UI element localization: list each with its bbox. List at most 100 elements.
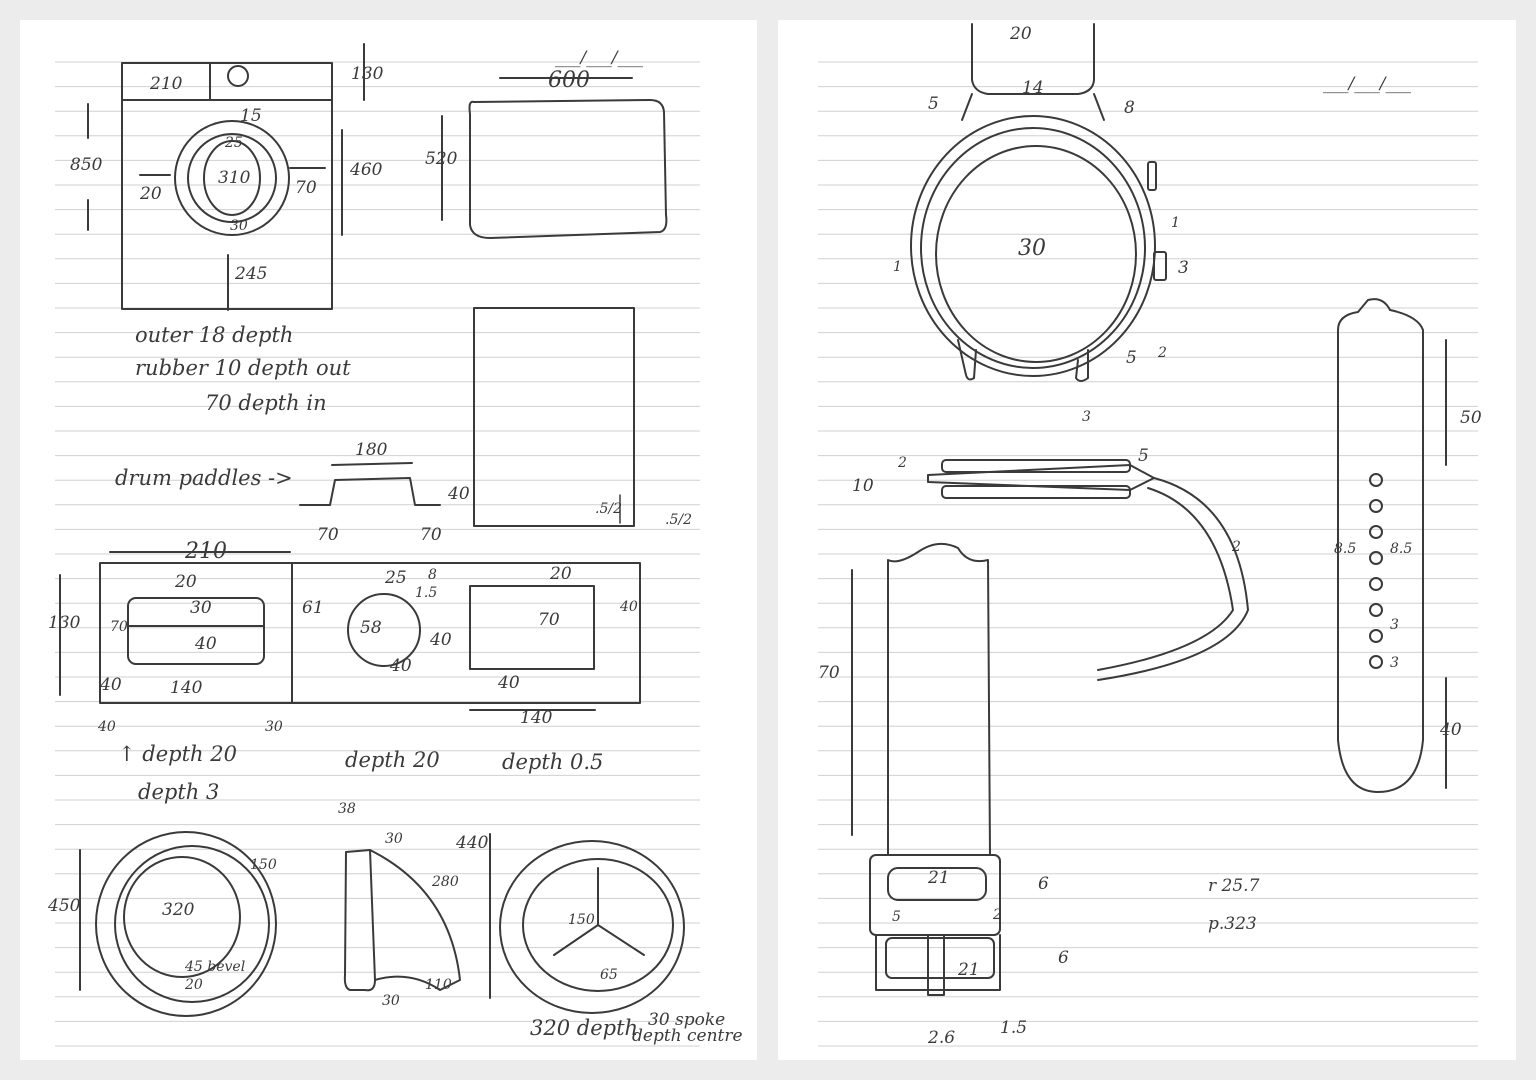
label-speaker-inner-diam: 310 — [218, 168, 251, 188]
label-speaker-side-right: 70 — [295, 178, 317, 198]
label-speaker-ring: 25 — [225, 135, 243, 151]
label-strip-b: 30 — [190, 598, 212, 618]
note-ref-r: r 25.7 — [1208, 876, 1260, 896]
label-strip-p: 20 — [550, 564, 572, 584]
note-drum-paddles: drum paddles -> — [115, 466, 293, 490]
label-strip-t: 140 — [520, 708, 553, 728]
label-strip-l: 1.5 — [415, 585, 438, 601]
label-strap-length: 70 — [818, 663, 840, 683]
label-side-b: 280 — [432, 874, 459, 890]
label-strip-c: 70 — [110, 619, 128, 635]
label-side-b: 5 — [1138, 446, 1149, 466]
label-strap-width: 20 — [1010, 24, 1032, 44]
label-speaker-gap-bottom: 30 — [230, 218, 248, 234]
watch-strap-long-sketch — [851, 542, 991, 856]
left-page-drawing — [55, 43, 700, 1047]
label-case-b: 2 — [1158, 345, 1167, 361]
label-wheel-b2: 20 — [185, 977, 203, 993]
label-strip-q: 70 — [538, 610, 560, 630]
label-strip-e: 40 — [100, 675, 122, 695]
speaker-sketch — [87, 43, 365, 311]
wheel-sketches — [79, 831, 685, 1017]
watch-buckle-sketch — [869, 854, 1001, 996]
label-side-strap: 2 — [1232, 539, 1241, 555]
label-strip-i: 61 — [302, 598, 324, 618]
label-strip-r: 40 — [620, 599, 638, 615]
label-bezel: 1 — [893, 259, 902, 275]
label-buckle-right: 2 — [993, 907, 1002, 923]
label-wheel-height: 450 — [48, 896, 81, 916]
label-speaker-gap-top: 15 — [240, 106, 262, 126]
date-marks: ___/___/___ — [1323, 74, 1411, 94]
label-speaker-outer-height: 850 — [70, 155, 103, 175]
label-wheel-tall: 440 — [456, 833, 489, 853]
label-buckle-depth: 6 — [1058, 948, 1069, 968]
note-depth-20: ↑ depth 20 — [118, 742, 237, 766]
note-depth-centre: depth centre — [632, 1026, 743, 1046]
label-paddle-right: 70 — [420, 525, 442, 545]
date-marks: ___/___/___ — [555, 48, 643, 68]
label-paddle-left: 70 — [317, 525, 339, 545]
label-side-top: 38 — [338, 801, 356, 817]
label-strip-n: 40 — [430, 630, 452, 650]
label-buckle-tongue: 21 — [958, 960, 980, 980]
note-ref-p: p.323 — [1208, 914, 1257, 934]
label-strip-o: 40 — [390, 656, 412, 676]
label-strip-d: 40 — [195, 634, 217, 654]
label-strip-g: 40 — [98, 719, 116, 735]
note-depth-0-5: depth 0.5 — [502, 750, 604, 774]
drum-paddle-sketch — [299, 462, 441, 506]
label-holes-top: 50 — [1460, 408, 1482, 428]
label-crown-gap: 1 — [1171, 215, 1180, 231]
label-strip-m: 58 — [360, 618, 382, 638]
screen-sketch — [441, 77, 668, 239]
strap-hole — [1369, 499, 1383, 513]
label-speaker-top-height: 130 — [351, 64, 384, 84]
label-hole-gap2: 3 — [1390, 655, 1399, 671]
label-strip-width: 210 — [185, 539, 227, 564]
label-hole-gap1: 3 — [1390, 617, 1399, 633]
label-speaker-cone-height: 460 — [350, 160, 383, 180]
watch-sketch — [910, 23, 1167, 382]
ruled-lines — [55, 61, 700, 1047]
panel-strip-sketch — [59, 551, 641, 711]
label-side-d: 110 — [425, 977, 452, 993]
label-tall-box-2: .5/2 — [665, 512, 692, 528]
label-strip-f: 140 — [170, 678, 203, 698]
strap-hole — [1369, 525, 1383, 539]
strap-hole — [1369, 629, 1383, 643]
note-depth-3: depth 3 — [138, 780, 220, 804]
watch-side-sketch — [927, 459, 1249, 681]
note-320-depth: 320 depth — [530, 1016, 639, 1040]
label-strip-j: 25 — [385, 568, 407, 588]
label-spoke-width: 65 — [600, 967, 618, 983]
strap-hole — [1369, 473, 1383, 487]
label-crown: 3 — [1178, 258, 1189, 278]
tall-box-sketch — [473, 307, 635, 527]
label-side-c: 30 — [382, 993, 400, 1009]
label-wheel-arc: 150 — [250, 857, 277, 873]
notebook-page-right: ___/___/___ 20 14 5 8 30 1 1 3 5 2 3 10 … — [778, 20, 1516, 1060]
label-speaker-side-left: 20 — [140, 184, 162, 204]
label-speaker-top-width: 210 — [150, 74, 183, 94]
label-paddle-height: 40 — [448, 484, 470, 504]
strap-hole — [1369, 577, 1383, 591]
note-depth-20b: depth 20 — [345, 748, 440, 772]
label-paddle-width: 180 — [355, 440, 388, 460]
label-case-a: 5 — [1126, 348, 1137, 368]
label-buckle-width: 21 — [928, 868, 950, 888]
note-depth-in: 70 depth in — [205, 391, 327, 415]
notebook-page-left: ___/___/___ 210 130 850 15 25 310 20 70 … — [20, 20, 757, 1060]
strap-hole — [1369, 655, 1383, 669]
label-speaker-bottom: 245 — [235, 264, 268, 284]
note-30-spoke: 30 spoke — [648, 1010, 726, 1030]
label-holes-bottom: 40 — [1440, 720, 1462, 740]
label-strip-s: 40 — [498, 673, 520, 693]
label-buckle-left: 5 — [892, 909, 901, 925]
label-buckle-b: 1.5 — [1000, 1018, 1028, 1038]
label-face: 30 — [1018, 236, 1046, 261]
label-strip-a: 20 — [175, 572, 197, 592]
label-lug-gap: 14 — [1022, 78, 1044, 98]
strap-hole — [1369, 603, 1383, 617]
label-lug-bottom: 3 — [1082, 409, 1091, 425]
